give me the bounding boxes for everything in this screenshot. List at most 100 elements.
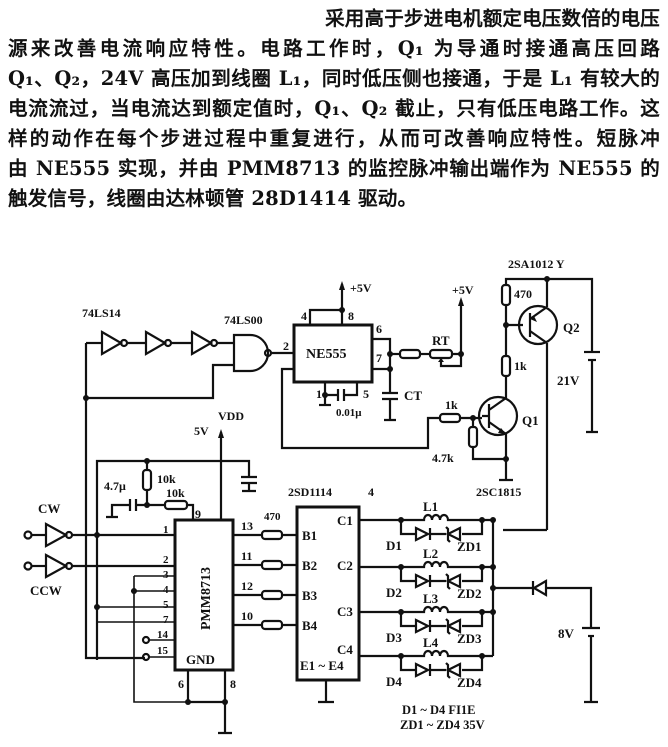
pin15-terminal[interactable] (141, 652, 151, 662)
ne555-label: NE555 (306, 347, 346, 362)
pin14-terminal[interactable] (141, 635, 151, 645)
pin-label: 15 (157, 645, 169, 657)
pin-label: 6 (178, 677, 184, 691)
direction-inputs: CW CCW (23, 501, 175, 598)
zener-bar (445, 573, 451, 590)
reset-network: VDD 5V 10k 4.7μ 10k (95, 409, 257, 660)
inverter-cw (44, 522, 69, 548)
pin-label: 5 (363, 387, 369, 401)
ne555-body (292, 323, 374, 384)
pin-label: 1 (163, 524, 169, 536)
component-label: 4.7k (432, 451, 454, 465)
capacitor-ct (382, 391, 398, 401)
component-label: 470 (514, 287, 532, 301)
pin-label: 8 (348, 309, 354, 323)
pin-label: 4 (301, 309, 307, 323)
darlington-body (295, 505, 361, 682)
potentiometer-rt (428, 348, 454, 360)
zener-diode-icon (445, 573, 462, 589)
resistor-q1-base (438, 412, 462, 424)
pin-label: 6 (376, 322, 382, 336)
wire (187, 503, 195, 520)
paragraph-line: 样的动作在每个步进过程中重复进行，从而可改善响应特性。短脉冲 (8, 127, 660, 150)
component-label: 10k (157, 472, 176, 486)
pin-label: C2 (337, 558, 353, 573)
pin-label: B4 (302, 618, 318, 633)
base-resistors (233, 529, 297, 631)
part-label: 2SD1114 (288, 485, 332, 499)
resistor-b3 (260, 589, 284, 601)
description-paragraph: 采用高于步进电机额定电压数倍的电压 源来改善电流响应特性。电路工作时，Q₁ 为导… (8, 4, 660, 214)
wire-vdd-rail (95, 459, 251, 660)
inverter-3 (190, 330, 219, 356)
paragraph-line: 由 NE555 实现，并由 PMM8713 的监控脉冲输出端作为 NE555 的 (8, 157, 660, 180)
component-label: RT (432, 333, 450, 348)
supply-arrow-icon (339, 281, 345, 290)
wire-555-out (280, 367, 440, 450)
paragraph-line: Q₁、Q₂，24V 高压加到线圈 L₁，同时低压侧也接通，于是 L₁ 有较大的 (8, 67, 660, 90)
resistor-10k-a (141, 468, 153, 492)
resistor-10k-b (163, 499, 189, 511)
inductor-coil (401, 605, 493, 614)
resistor-q2-mid (500, 354, 512, 378)
gnd-label: GND (186, 652, 215, 667)
input-terminal-ccw[interactable] (23, 561, 33, 571)
ne555-timer: NE555 2 4 8 6 7 1 5 +5V CT 0.01μ (280, 281, 474, 450)
resistor-b1 (260, 529, 284, 541)
diode-label: D2 (386, 585, 402, 600)
pin-label: B1 (302, 528, 317, 543)
supply-label: 5V (194, 424, 209, 438)
component-label: 0.01μ (336, 407, 362, 419)
wire-nand-feedback (84, 343, 234, 400)
transistor-q2 (517, 279, 559, 530)
input-terminal-cw[interactable] (23, 530, 33, 540)
component-label: Q1 (522, 413, 539, 428)
pin-label: C4 (337, 642, 353, 657)
ground-icon (384, 399, 396, 422)
component-label: 470 (264, 511, 281, 523)
wire (471, 418, 506, 461)
supply-arrow-icon (458, 297, 464, 306)
supply-label: +5V (452, 283, 474, 297)
coil-label: L3 (423, 591, 439, 606)
pin-label: E1 ~ E4 (300, 658, 344, 673)
wire-snubber (399, 520, 484, 536)
pin-label: 2 (283, 339, 289, 353)
zener-diode-icon (445, 662, 462, 678)
pmm8713-controller: PMM8713 GND 9 1 2 3 4 5 7 14 15 6 8 13 1… (94, 507, 281, 735)
pin-label: 4 (163, 584, 169, 596)
pin-label: 1 (316, 387, 322, 401)
paragraph-line: 采用高于步进电机额定电压数倍的电压 (325, 7, 660, 30)
inductor-coil (401, 513, 493, 522)
transistor-q1 (477, 395, 519, 437)
battery-21v (584, 350, 600, 434)
zener-label: ZD1 (457, 539, 482, 554)
zener-bar (445, 618, 451, 635)
component-label: CT (404, 388, 422, 403)
inductor-coil (401, 560, 493, 569)
resistor-b4 (260, 619, 284, 631)
pin-label: 2 (163, 554, 169, 566)
coil-label: L2 (423, 546, 438, 561)
wire-snubber (399, 567, 484, 583)
zener-diode-icon (445, 526, 462, 542)
component-note: D1 ~ D4 FI1E (402, 703, 476, 717)
nand-gate (232, 333, 273, 373)
pin-label: 11 (241, 549, 252, 563)
ground-icon (584, 636, 598, 704)
inverter-1 (100, 330, 129, 356)
darlington-array: 2SD1114 4 B1 B2 B3 B4 C1 C2 C3 C4 E1 ~ E… (288, 485, 374, 704)
wire-pmm-pin15 (84, 398, 145, 660)
pin-label: 10 (241, 609, 253, 623)
pin-label: 14 (157, 629, 169, 641)
zener-label: ZD2 (457, 586, 482, 601)
wire-rt-vcc (452, 300, 463, 356)
supply-arrow-icon (218, 429, 224, 438)
pin-label: 9 (195, 507, 201, 521)
paragraph-line: 源来改善电流响应特性。电路工作时，Q₁ 为导通时接通高压回路 (8, 37, 660, 60)
capacitor-4-7u (106, 499, 147, 519)
input-label-ccw: CCW (30, 583, 62, 598)
pin-label: 7 (376, 351, 382, 365)
resistor-b2 (260, 559, 284, 571)
